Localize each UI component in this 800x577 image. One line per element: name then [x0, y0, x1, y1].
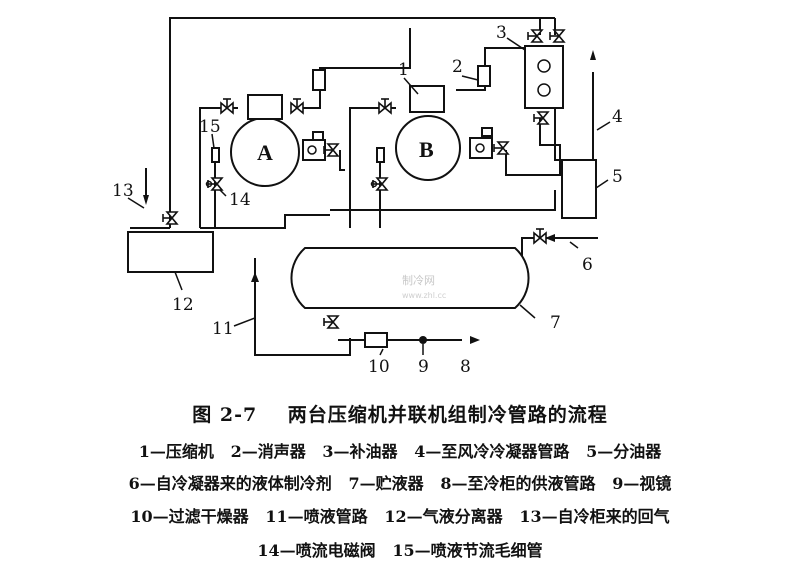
label-3: 3	[496, 23, 507, 43]
compressor-a	[230, 94, 339, 187]
watermark-sub: www.zhl.cc	[402, 291, 446, 300]
label-11: 11	[212, 319, 234, 339]
pipe-network	[130, 17, 598, 356]
label-14: 14	[229, 190, 251, 210]
legend-line-3: 10—过滤干燥器 11—喷液管路 12—气液分离器 13—自冷柜来的回气	[130, 507, 670, 526]
compressor-a-label: A	[257, 140, 273, 165]
figure-caption: 图 2-7 两台压缩机并联机组制冷管路的流程	[192, 404, 608, 426]
gas-liquid-separator	[127, 231, 214, 273]
filter-dryer	[364, 332, 388, 348]
label-2: 2	[452, 57, 463, 77]
label-5: 5	[612, 167, 623, 187]
legend-line-1: 1—压缩机 2—消声器 3—补油器 4—至风冷冷凝器管路 5—分油器	[138, 442, 662, 461]
leader-lines	[127, 37, 611, 356]
oil-sight-upper	[537, 59, 551, 73]
label-13: 13	[112, 181, 134, 201]
label-15: 15	[199, 117, 221, 137]
valves	[162, 29, 565, 329]
label-1: 1	[398, 60, 409, 80]
label-12: 12	[172, 295, 194, 315]
oil-supplement	[524, 45, 564, 109]
label-7: 7	[550, 313, 561, 333]
legend-line-4: 14—喷流电磁阀 15—喷液节流毛细管	[257, 541, 543, 560]
liquid-receiver	[290, 247, 530, 309]
capillary-a	[211, 147, 220, 163]
capillary-b	[376, 147, 385, 163]
sight-glass	[419, 336, 427, 344]
label-10: 10	[368, 357, 390, 377]
oil-separator	[561, 159, 597, 219]
legend-line-2: 6—自冷凝器来的液体制冷剂 7—贮液器 8—至冷柜的供液管路 9—视镜	[128, 474, 672, 493]
label-6: 6	[582, 255, 593, 275]
compressor-b-label: B	[419, 137, 434, 162]
oil-sight-lower	[537, 83, 551, 97]
watermark: 制冷网	[402, 274, 435, 287]
label-9: 9	[418, 357, 429, 377]
label-8: 8	[460, 357, 471, 377]
compressor-b	[395, 85, 509, 181]
flow-arrows	[143, 50, 598, 344]
muffler-a	[312, 69, 326, 91]
label-4: 4	[612, 107, 623, 127]
muffler-b	[477, 65, 491, 87]
